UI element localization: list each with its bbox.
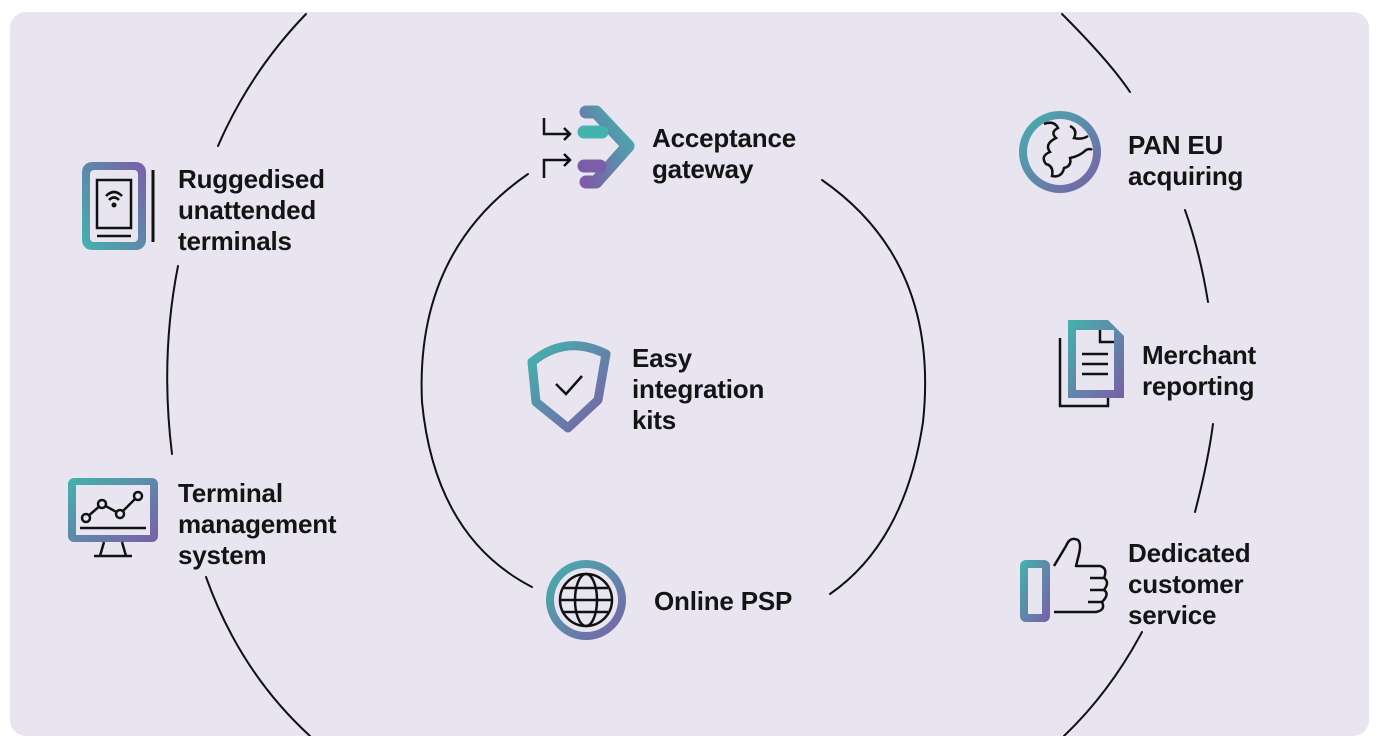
outer-left-arc-middle (166, 265, 179, 455)
diagram-panel: Ruggedised unattended terminals Terminal… (10, 12, 1369, 736)
connector-lines (166, 13, 1214, 736)
outer-right-arc-middle (1194, 423, 1214, 513)
monitor-chart-icon (66, 476, 162, 567)
world-map-icon (1014, 106, 1110, 207)
globe-icon (542, 552, 638, 653)
outer-right-arc-upper (1184, 209, 1209, 303)
thumbs-up-icon (1014, 532, 1114, 633)
outer-left-arc-bottom (205, 576, 311, 736)
shield-check-icon (518, 340, 618, 441)
outer-right-arc-bottom (1063, 631, 1143, 736)
outer-left-arc-top (217, 13, 307, 147)
easy-integration-label: Easy integration kits (632, 343, 765, 435)
document-icon (1052, 314, 1132, 419)
merchant-reporting-label: Merchant reporting (1142, 340, 1256, 401)
outer-right-arc-top (1061, 13, 1131, 93)
online-psp-label: Online PSP (654, 586, 793, 616)
terminal-wifi-icon (78, 160, 158, 261)
gateway-arrows-icon (536, 104, 640, 199)
acceptance-gateway-label: Acceptance gateway (652, 123, 796, 184)
inner-arc-left (420, 173, 533, 588)
customer-service-label: Dedicated customer service (1128, 538, 1251, 630)
pan-eu-label: PAN EU acquiring (1128, 130, 1244, 191)
ruggedised-terminals-label: Ruggedised unattended terminals (178, 164, 325, 256)
terminal-management-label: Terminal management system (178, 478, 337, 570)
inner-arc-right (821, 179, 927, 595)
